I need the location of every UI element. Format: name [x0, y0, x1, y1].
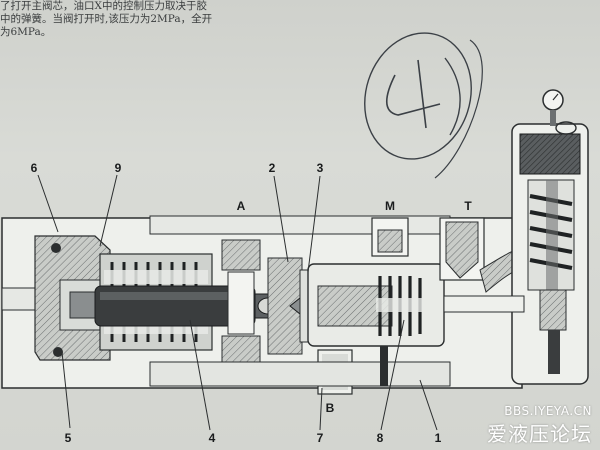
callout-1-label: 1	[435, 431, 442, 445]
paragraph-text: 了打开主阀芯，油口X中的控制压力取决于胶 中的弹簧。当阀打开时,该压力为2MPa…	[0, 0, 300, 39]
callout-6-label: 6	[31, 161, 38, 175]
port-m-label: M	[385, 199, 395, 213]
callout-leaders	[37, 174, 438, 431]
port-t	[439, 217, 523, 293]
text-line-2: 中的弹簧。当阀打开时,该压力为2MPa，全开	[0, 13, 213, 25]
port-m	[371, 217, 409, 257]
callout-8-label: 8	[377, 431, 384, 445]
port-t-label: T	[464, 199, 472, 213]
watermark-url: BBS.IYEYA.CN	[504, 404, 592, 418]
callout-2-label: 2	[269, 161, 276, 175]
text-line-3: 为6MPa。	[0, 26, 52, 38]
callout-7-label: 7	[317, 431, 324, 445]
callout-3-label: 3	[317, 161, 324, 175]
pilot-spring-chamber	[307, 263, 445, 347]
callout-4-label: 4	[209, 431, 216, 445]
port-a-passage	[221, 239, 261, 367]
callout-5-label: 5	[65, 431, 72, 445]
port-a-label: A	[237, 199, 246, 213]
callout-9-label: 9	[115, 161, 122, 175]
port-b-label: B	[326, 401, 335, 415]
handwritten-annotation	[364, 32, 483, 179]
watermark-site-name: 爱液压论坛	[487, 422, 592, 446]
pressure-pilot-valve	[511, 89, 589, 385]
text-line-1: 了打开主阀芯，油口X中的控制压力取决于胶	[0, 0, 207, 12]
